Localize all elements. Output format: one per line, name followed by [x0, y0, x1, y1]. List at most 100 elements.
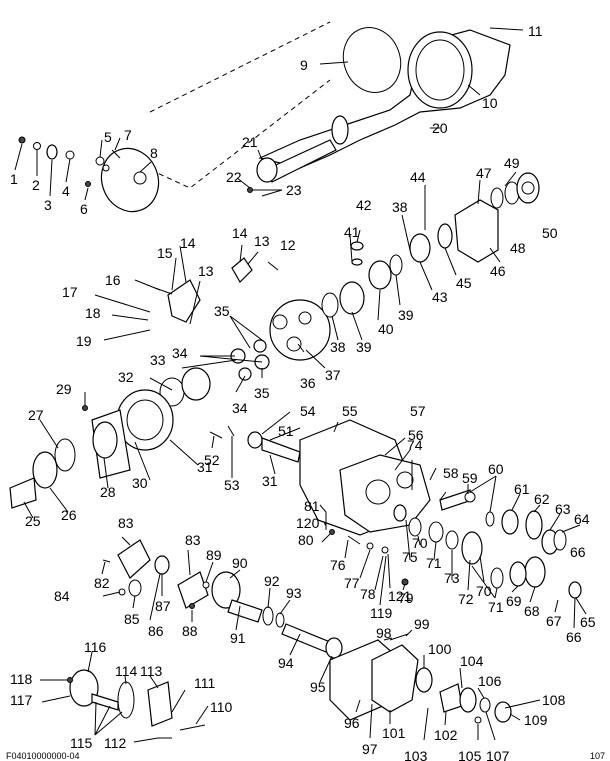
callout-88: 88 — [182, 623, 198, 639]
callout-83a: 83 — [118, 515, 134, 531]
callout-59: 59 — [462, 470, 478, 486]
callout-34a: 34 — [172, 345, 188, 361]
callout-15: 15 — [157, 245, 173, 261]
callout-labels: 1 2 3 4 5 6 7 8 9 10 11 12 13 13 14 14 1… — [10, 23, 596, 761]
callout-34b: 34 — [232, 400, 248, 416]
callout-101: 101 — [382, 725, 406, 741]
callout-45: 45 — [456, 275, 472, 291]
callout-104: 104 — [460, 653, 484, 669]
callout-1: 1 — [10, 171, 18, 187]
callout-40: 40 — [378, 321, 394, 337]
callout-18: 18 — [85, 305, 101, 321]
callout-2: 2 — [32, 177, 40, 193]
callout-114: 114 — [115, 663, 138, 679]
callout-66b: 66 — [566, 629, 582, 645]
callout-78: 78 — [360, 586, 376, 602]
callout-13a: 13 — [254, 233, 270, 249]
callout-36: 36 — [300, 375, 316, 391]
callout-31a: 31 — [197, 459, 213, 475]
callout-117: 117 — [10, 692, 33, 708]
callout-28: 28 — [100, 484, 116, 500]
callout-73: 73 — [444, 570, 460, 586]
callout-19: 19 — [76, 333, 92, 349]
callout-91: 91 — [230, 630, 246, 646]
callout-54: 54 — [300, 403, 316, 419]
callout-99: 99 — [414, 616, 430, 632]
callout-41: 41 — [344, 224, 360, 240]
callout-13b: 13 — [198, 263, 214, 279]
callout-4: 4 — [62, 183, 70, 199]
callout-87: 87 — [155, 598, 171, 614]
callout-37: 37 — [325, 367, 341, 383]
callout-29: 29 — [56, 381, 72, 397]
callout-82: 82 — [94, 575, 110, 591]
callout-14a: 14 — [180, 235, 196, 251]
callout-90: 90 — [232, 555, 248, 571]
callout-81: 81 — [304, 498, 320, 514]
callout-23: 23 — [286, 182, 302, 198]
callout-38b: 38 — [392, 199, 408, 215]
callout-7: 7 — [124, 127, 132, 143]
callout-120: 120 — [296, 515, 320, 531]
callout-25: 25 — [25, 513, 41, 529]
callout-74: 74 — [407, 437, 423, 453]
callout-57: 57 — [410, 403, 426, 419]
callout-106: 106 — [478, 673, 502, 689]
callout-30: 30 — [132, 475, 148, 491]
callout-53: 53 — [224, 477, 240, 493]
callout-11: 11 — [528, 23, 543, 39]
callout-112: 112 — [104, 735, 127, 751]
callout-92: 92 — [264, 573, 280, 589]
callout-84: 84 — [54, 588, 70, 604]
parts-artwork — [9, 21, 582, 739]
callout-67: 67 — [546, 613, 562, 629]
callout-55: 55 — [342, 403, 358, 419]
callout-43: 43 — [432, 289, 448, 305]
callout-108: 108 — [542, 692, 566, 708]
callout-51: 51 — [278, 423, 294, 439]
callout-115: 115 — [70, 735, 93, 751]
callout-60: 60 — [488, 461, 504, 477]
callout-77: 77 — [344, 575, 360, 591]
callout-27: 27 — [28, 407, 44, 423]
callout-47: 47 — [476, 165, 492, 181]
callout-10: 10 — [482, 95, 498, 111]
callout-86: 86 — [148, 623, 164, 639]
callout-68: 68 — [524, 603, 540, 619]
callout-94: 94 — [278, 655, 294, 671]
callout-96: 96 — [344, 715, 360, 731]
callout-56: 56 — [408, 427, 424, 443]
callout-102: 102 — [434, 727, 458, 743]
callout-31b: 31 — [262, 473, 278, 489]
callout-79: 79 — [398, 590, 414, 606]
callout-39a: 39 — [356, 339, 372, 355]
callout-17: 17 — [62, 284, 78, 300]
callout-12: 12 — [280, 237, 296, 253]
callout-118: 118 — [10, 671, 33, 687]
callout-70a: 70 — [412, 535, 428, 551]
callout-9: 9 — [300, 57, 308, 73]
callout-113: 113 — [140, 663, 163, 679]
callout-65: 65 — [580, 614, 596, 630]
callout-109: 109 — [524, 712, 548, 728]
callout-95: 95 — [310, 679, 326, 695]
callout-75: 75 — [402, 549, 418, 565]
callout-111: 111 — [194, 675, 215, 691]
callout-44: 44 — [410, 169, 426, 185]
callout-62: 62 — [534, 491, 550, 507]
callout-26: 26 — [61, 507, 77, 523]
callout-32: 32 — [118, 369, 134, 385]
callout-38a: 38 — [330, 339, 346, 355]
callout-6: 6 — [80, 201, 88, 217]
callout-22: 22 — [226, 169, 242, 185]
callout-107: 107 — [486, 748, 510, 761]
leader-lines — [14, 27, 587, 743]
callout-89: 89 — [206, 547, 222, 563]
callout-97: 97 — [362, 741, 378, 757]
callout-8: 8 — [150, 145, 158, 161]
callout-119: 119 — [370, 605, 393, 621]
callout-93: 93 — [286, 585, 302, 601]
callout-71a: 71 — [426, 555, 442, 571]
callout-103: 103 — [404, 748, 428, 761]
